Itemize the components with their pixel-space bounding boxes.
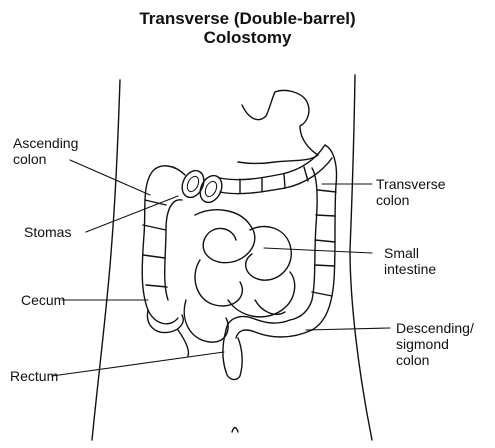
leader-descending-sigmoid-colon [306,328,390,330]
stomach [238,90,318,163]
ascending-colon [142,166,185,324]
label-cecum: Cecum [21,292,65,308]
leader-rectum [52,352,224,376]
leader-stomas [86,196,178,232]
label-stomas: Stomas [24,224,71,240]
leader-ascending-colon [70,160,150,195]
label-descending-sigmoid-colon: Descending/ sigmond colon [396,320,474,368]
label-transverse-colon: Transverse colon [376,176,446,208]
torso-outline [92,75,372,440]
rectum [223,330,242,379]
cecum [147,310,188,356]
stomas [178,167,226,206]
label-ascending-colon: Ascending colon [13,135,78,167]
label-rectum: Rectum [10,368,58,384]
label-small-intestine: Small intestine [384,245,436,277]
leader-small-intestine [264,248,372,253]
